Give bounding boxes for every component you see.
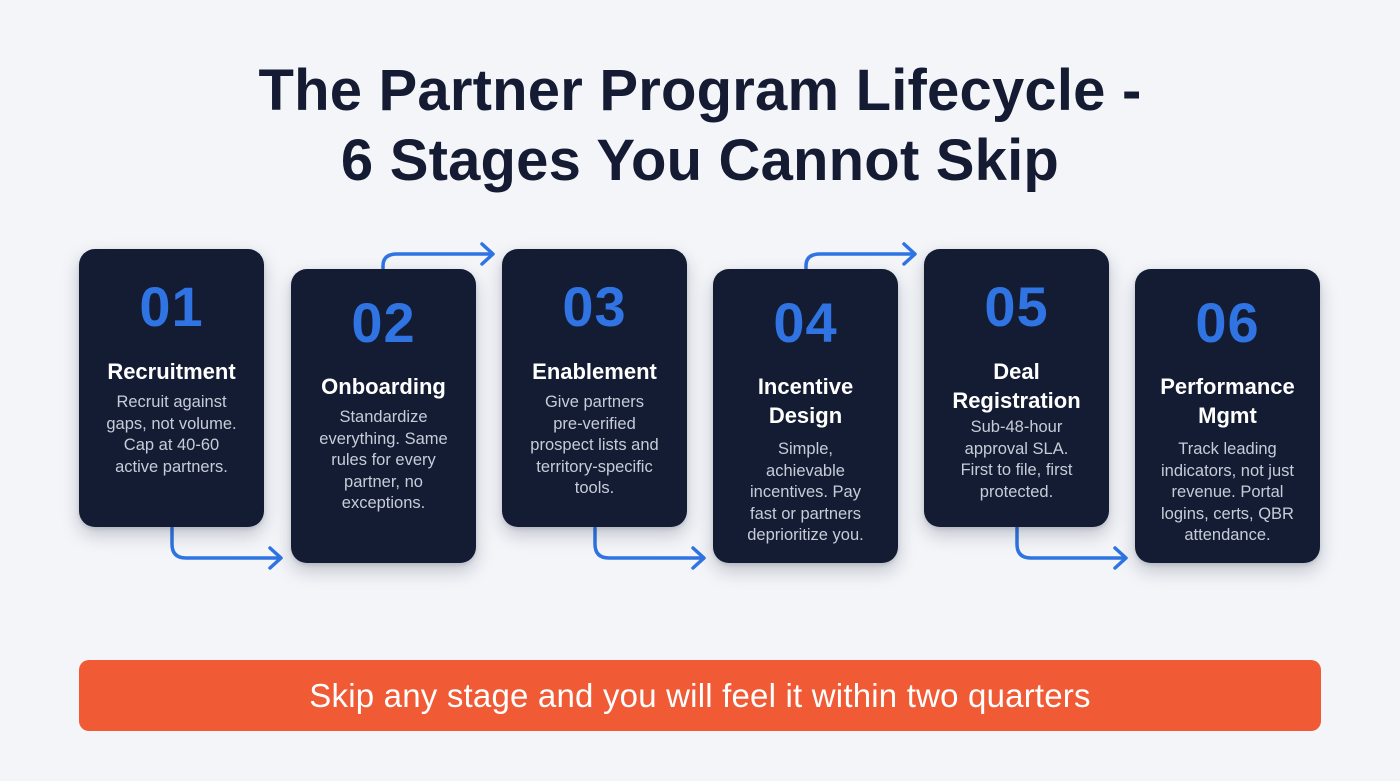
stage-number: 04 xyxy=(773,291,838,354)
description-line: logins, certs, QBR xyxy=(1161,504,1294,523)
stage-description: Track leading indicators, not just reven… xyxy=(1145,439,1310,547)
stage-title-line: Incentive xyxy=(757,374,854,399)
arrow-right-icon xyxy=(1015,526,1128,570)
description-line: deprioritize you. xyxy=(747,526,864,544)
description-line: pre-verified xyxy=(553,414,636,433)
warning-banner: Skip any stage and you will feel it with… xyxy=(79,660,1321,731)
arrow-right-icon xyxy=(170,526,283,570)
stage-description: Sub-48-hour approval SLA. First to file,… xyxy=(934,417,1099,503)
title-line-1: The Partner Program Lifecycle - xyxy=(258,58,1142,123)
description-line: revenue. Portal xyxy=(1171,483,1284,501)
description-line: fast or partners xyxy=(750,504,861,523)
stage-number: 06 xyxy=(1195,291,1260,354)
stage-title-line: Recruitment xyxy=(107,359,236,384)
description-line: rules for every xyxy=(331,451,436,469)
stage-card-onboarding: 02 Onboarding Standardize everything. Sa… xyxy=(291,269,476,563)
stage-title-line: Onboarding xyxy=(321,374,446,399)
description-line: Sub-48-hour xyxy=(970,418,1063,436)
title-line-2: 6 Stages You Cannot Skip xyxy=(340,128,1060,193)
description-line: active partners. xyxy=(115,457,228,476)
stage-title-line: Design xyxy=(768,403,843,428)
description-line: approval SLA. xyxy=(964,439,1069,458)
stage-description: Recruit against gaps, not volume. Cap at… xyxy=(89,392,254,478)
arrow-right-icon xyxy=(593,526,706,570)
stage-title: Performance Mgmt xyxy=(1145,372,1310,430)
stage-title: Incentive Design xyxy=(723,372,888,430)
stage-number: 01 xyxy=(139,275,204,338)
stage-number: 05 xyxy=(984,275,1049,338)
description-line: protected. xyxy=(979,482,1054,501)
description-line: partner, no xyxy=(344,472,423,491)
banner-text: Skip any stage and you will feel it with… xyxy=(309,677,1091,714)
stage-card-recruitment: 01 Recruitment Recruit against gaps, not… xyxy=(79,249,264,527)
description-line: First to file, first xyxy=(960,461,1073,479)
stage-card-enablement: 03 Enablement Give partners pre-verified… xyxy=(502,249,687,527)
arrow-right-icon xyxy=(381,242,495,270)
page-title: The Partner Program Lifecycle - 6 Stages… xyxy=(0,56,1400,196)
description-line: Cap at 40-60 xyxy=(123,436,220,454)
description-line: exceptions. xyxy=(341,494,426,512)
description-line: Give partners xyxy=(544,393,645,411)
description-line: attendance. xyxy=(1184,526,1271,544)
stage-title: Recruitment xyxy=(89,357,254,386)
description-line: achievable xyxy=(766,461,845,480)
description-line: prospect lists and xyxy=(530,436,659,454)
stage-number: 02 xyxy=(351,291,416,354)
description-line: everything. Same xyxy=(319,429,448,448)
stage-title-line: Performance xyxy=(1160,374,1295,399)
stage-description: Give partners pre-verified prospect list… xyxy=(512,392,677,500)
description-line: incentives. Pay xyxy=(750,483,861,501)
stage-number: 03 xyxy=(562,275,627,338)
stage-title: Onboarding xyxy=(301,372,466,401)
stage-title: Enablement xyxy=(512,357,677,386)
stage-description: Standardize everything. Same rules for e… xyxy=(301,407,466,515)
arrow-right-icon xyxy=(804,242,917,270)
stage-title-line: Enablement xyxy=(532,359,657,384)
description-line: Recruit against xyxy=(116,393,227,411)
description-line: territory-specific xyxy=(536,457,653,476)
description-line: indicators, not just xyxy=(1161,461,1294,480)
description-line: Track leading xyxy=(1178,440,1277,458)
stage-title-line: Deal xyxy=(993,359,1040,384)
stage-card-performance-mgmt: 06 Performance Mgmt Track leading indica… xyxy=(1135,269,1320,563)
description-line: Standardize xyxy=(339,408,428,426)
description-line: gaps, not volume. xyxy=(106,414,237,433)
description-line: tools. xyxy=(574,479,615,497)
stage-title-line: Registration xyxy=(952,388,1081,413)
stage-card-deal-registration: 05 Deal Registration Sub-48-hour approva… xyxy=(924,249,1109,527)
stage-title: Deal Registration xyxy=(934,357,1099,415)
stage-title-line: Mgmt xyxy=(1198,403,1257,428)
stage-description: Simple, achievable incentives. Pay fast … xyxy=(723,439,888,547)
description-line: Simple, xyxy=(777,440,834,458)
stage-card-incentive-design: 04 Incentive Design Simple, achievable i… xyxy=(713,269,898,563)
